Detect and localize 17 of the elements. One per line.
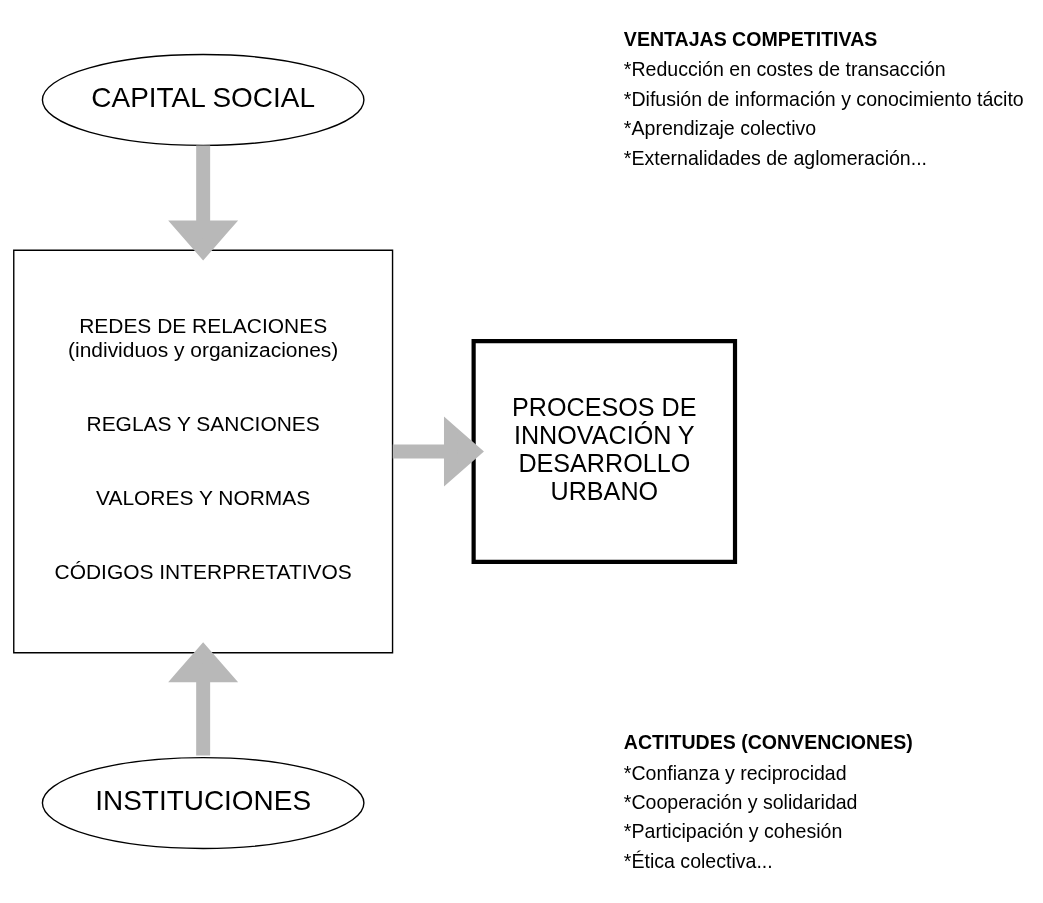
label: *Externalidades de aglomeración... <box>623 146 928 169</box>
node-box: PROCESOS DE INNOVACIÓN Y DESARROLLO URBANO <box>471 339 738 564</box>
label: ACTITUDES (CONVENCIONES) <box>623 730 913 753</box>
node-box: REDES DE RELACIONES (individuos y organizaciones) REGLAS Y SANCIONES VALORES Y NORMAS CÓDIGOS INTERPRETATIVOS <box>13 249 394 654</box>
label: *Cooperación y solidaridad <box>623 790 858 813</box>
arrow <box>168 642 239 756</box>
node-ellipse: CAPITAL SOCIAL <box>41 53 365 147</box>
label: VENTAJAS COMPETITIVAS <box>623 27 878 50</box>
arrow <box>392 416 484 487</box>
label: *Confianza y reciprocidad <box>623 761 847 784</box>
arrow <box>168 145 239 261</box>
label: *Reducción en costes de transacción <box>623 58 946 81</box>
label: *Difusión de información y conocimiento tácito <box>623 87 1024 110</box>
label: *Participación y cohesión <box>623 820 843 843</box>
label: *Ética colectiva... <box>623 849 773 872</box>
node-ellipse: INSTITUCIONES <box>41 756 365 850</box>
label: *Aprendizaje colectivo <box>623 117 817 140</box>
